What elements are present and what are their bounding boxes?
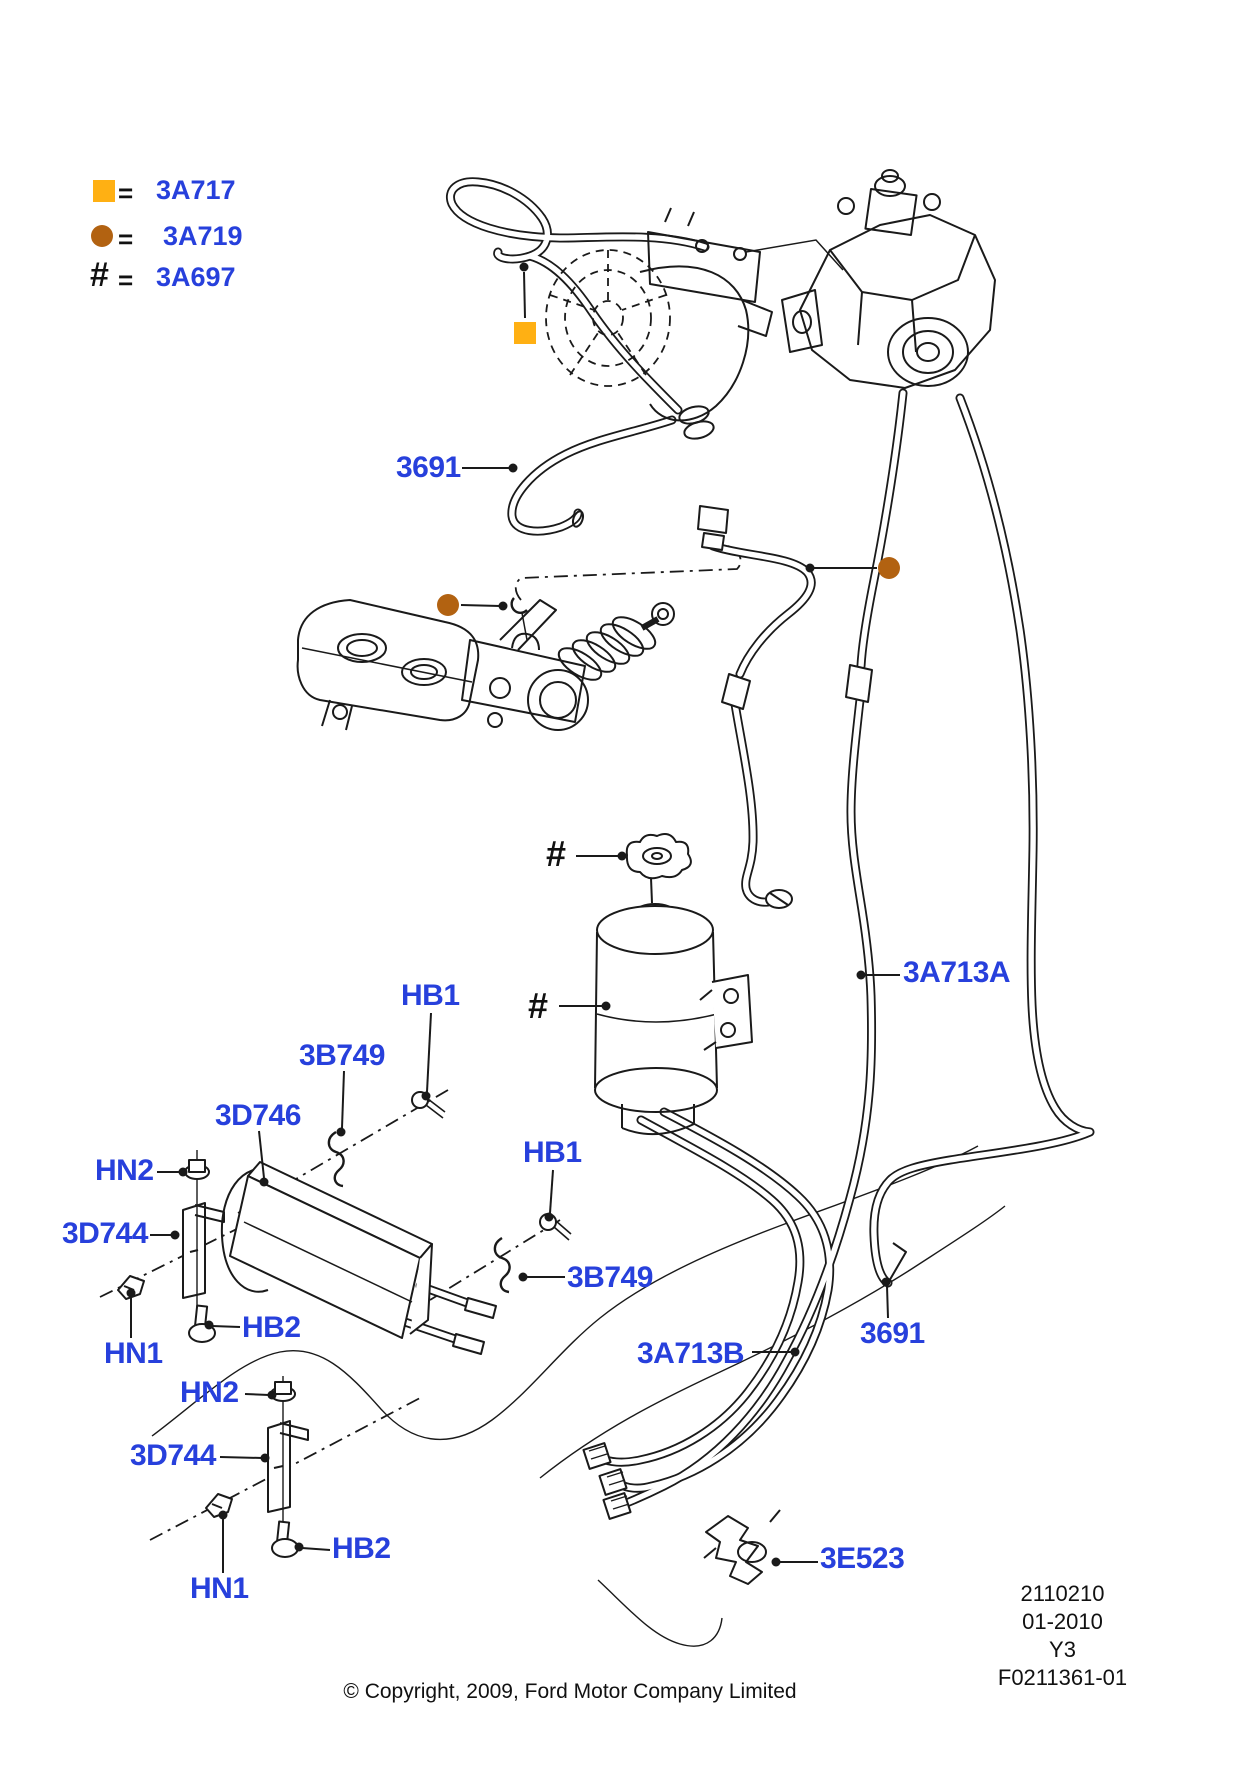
callout-hn1-2[interactable]: HN1: [190, 1572, 249, 1605]
brake-master-cylinder-assembly: [296, 599, 675, 731]
legend-orange-square-icon: [93, 180, 115, 202]
leader-dots: [126, 262, 891, 1567]
orange-square-marker: [514, 322, 536, 344]
hose-cores: [405, 182, 1090, 1504]
leader-lines: [130, 271, 900, 1573]
callout-hn2-2[interactable]: HN2: [180, 1376, 239, 1409]
reference-lines: [151, 239, 1006, 1647]
fluid-reservoir: [594, 833, 753, 1136]
callout-3691-bottom[interactable]: 3691: [860, 1317, 925, 1350]
legend-hash-icon: #: [90, 256, 109, 294]
legend-equals: =: [118, 178, 134, 208]
revision-code: Y3: [1049, 1637, 1076, 1662]
routing-clip-3e523: [703, 1509, 781, 1585]
hose-fittings: [452, 405, 907, 1520]
legend-equals: =: [118, 265, 134, 295]
callout-3b749-2[interactable]: 3B749: [567, 1261, 653, 1294]
callout-hb2-2[interactable]: HB2: [332, 1532, 391, 1565]
callout-3a713b[interactable]: 3A713B: [637, 1337, 745, 1370]
hose-outlines: [405, 182, 1090, 1504]
brown-circle-marker-2: [878, 557, 900, 579]
callout-3a713a[interactable]: 3A713A: [903, 956, 1011, 989]
callout-3d744-2[interactable]: 3D744: [130, 1439, 216, 1472]
drawing-info-block: 2110210 01-2010 Y3 F0211361-01: [975, 1580, 1150, 1692]
legend-part-3a697[interactable]: 3A697: [156, 262, 236, 292]
figure-number: F0211361-01: [997, 1665, 1128, 1690]
callout-3d746[interactable]: 3D746: [215, 1099, 301, 1132]
legend-brown-circle-icon: [91, 225, 113, 247]
callout-hb1-1[interactable]: HB1: [401, 979, 460, 1012]
power-steering-cooler: [220, 1161, 433, 1339]
hash-marker-reservoir: #: [528, 985, 549, 1026]
steering-gear: [781, 169, 996, 389]
cooler-bracket-1: [182, 1202, 225, 1299]
hash-marker-cap: #: [546, 833, 567, 874]
cooler-bracket-2: [267, 1420, 309, 1513]
copyright-notice: © Copyright, 2009, Ford Motor Company Li…: [343, 1680, 797, 1703]
callout-3e523[interactable]: 3E523: [820, 1542, 905, 1575]
callout-hb2-1[interactable]: HB2: [242, 1311, 301, 1344]
legend-part-3a717[interactable]: 3A717: [156, 175, 236, 205]
color-markers: [437, 322, 900, 616]
legend-equals: =: [118, 224, 134, 254]
callout-hb1-2[interactable]: HB1: [523, 1136, 582, 1169]
power-steering-pump: [545, 207, 773, 422]
callout-3b749-1[interactable]: 3B749: [299, 1039, 385, 1072]
fasteners: [117, 597, 572, 1558]
callout-3d744-1[interactable]: 3D744: [62, 1217, 148, 1250]
callout-hn1-1[interactable]: HN1: [104, 1337, 163, 1370]
callout-hn2-1[interactable]: HN2: [95, 1154, 154, 1187]
legend-part-3a719[interactable]: 3A719: [163, 221, 243, 251]
doc-number: 2110210: [1020, 1581, 1105, 1606]
components: [117, 169, 996, 1585]
drawing-date: 01-2010: [1022, 1609, 1103, 1634]
brown-circle-marker-1: [437, 594, 459, 616]
callout-3691-top[interactable]: 3691: [396, 451, 461, 484]
